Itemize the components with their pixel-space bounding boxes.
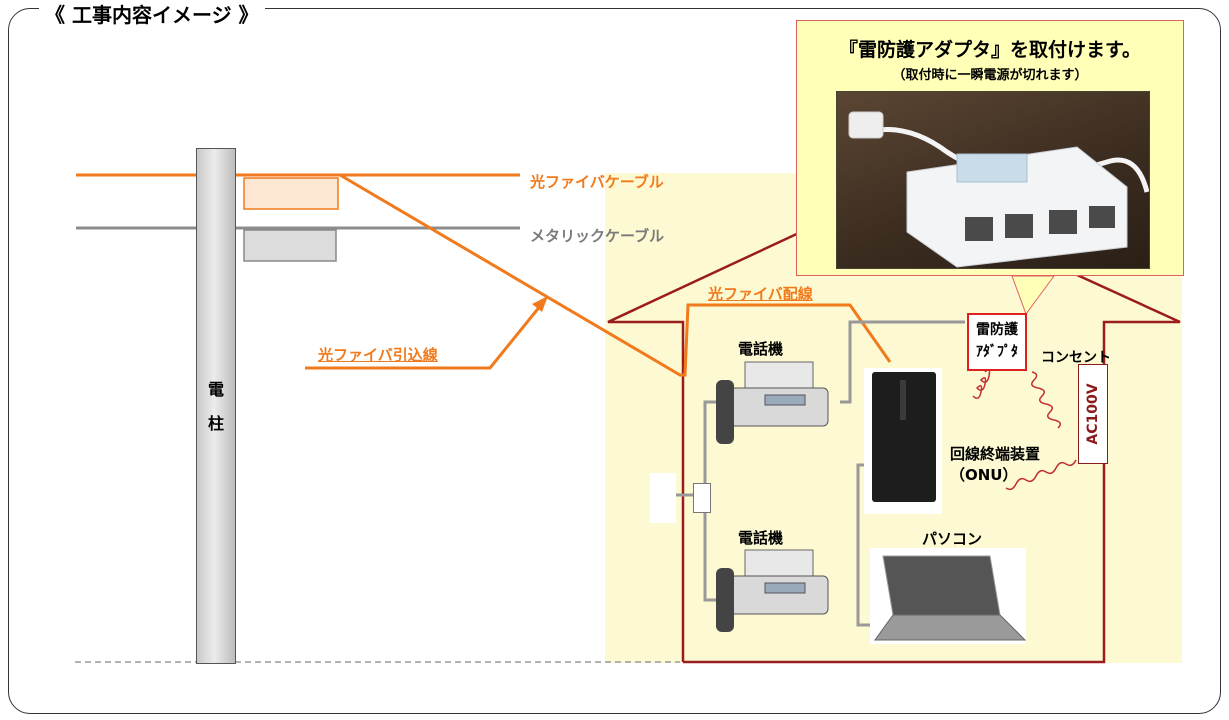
adapter-label-line2: ｱﾀﾞﾌﾟﾀ bbox=[976, 344, 1018, 360]
diagram-frame: 《 工事内容イメージ 》 bbox=[8, 0, 1221, 714]
phone-2-icon bbox=[716, 549, 829, 632]
phone-2-label: 電話機 bbox=[738, 529, 784, 547]
pole-label-bottom: 柱 bbox=[207, 414, 224, 433]
phone-line-to-adapter bbox=[840, 320, 965, 404]
external-box bbox=[650, 473, 676, 523]
adapter-label-line1: 雷防護 bbox=[976, 322, 1018, 338]
frame-title: 《 工事内容イメージ 》 bbox=[39, 0, 265, 28]
phone-1-label: 電話機 bbox=[738, 340, 784, 358]
onu-label-line1: 回線終端装置 bbox=[950, 445, 1041, 463]
fiber-dropline bbox=[339, 173, 892, 377]
callout-title: 『雷防護アダプタ』を取付けます。 bbox=[838, 39, 1142, 61]
adapter-outlet-wire bbox=[1031, 371, 1061, 429]
onu-device-icon bbox=[864, 368, 942, 514]
power-outlet: AC100V bbox=[1078, 364, 1108, 464]
outlet-label: コンセント bbox=[1041, 350, 1111, 366]
utility-pole bbox=[196, 148, 236, 664]
lightning-adapter-box: 雷防護 ｱﾀﾞﾌﾟﾀ bbox=[967, 313, 1027, 371]
callout-subtitle: （取付時に一瞬電源が切れます） bbox=[892, 68, 1088, 83]
fiber-closure bbox=[243, 177, 339, 210]
onu-label-line2: （ONU） bbox=[950, 466, 1018, 484]
adapter-photo-drawing bbox=[848, 111, 1149, 268]
phone-1-icon bbox=[716, 361, 829, 444]
pc-label: パソコン bbox=[922, 530, 983, 548]
laptop-icon bbox=[870, 548, 1027, 644]
pole-label-top: 電 bbox=[207, 380, 224, 399]
fiber-dropline-label: 光ファイバ引込線 bbox=[318, 346, 438, 364]
dropline-pointer bbox=[305, 299, 547, 370]
fiber-cable-label: 光ファイバケーブル bbox=[530, 173, 664, 191]
adapter-photo bbox=[836, 91, 1150, 269]
adapter-power-wire bbox=[972, 369, 991, 399]
callout-pointer bbox=[1011, 275, 1055, 316]
metallic-terminal bbox=[243, 229, 337, 262]
fiber-wiring-label: 光ファイバ配線 bbox=[708, 285, 813, 303]
outlet-pc-wire bbox=[1005, 459, 1077, 491]
dropline-arrowhead bbox=[532, 296, 548, 312]
phone-junction bbox=[693, 483, 711, 513]
outlet-voltage: AC100V bbox=[1085, 383, 1101, 445]
metallic-cable-label: メタリックケーブル bbox=[530, 227, 665, 245]
